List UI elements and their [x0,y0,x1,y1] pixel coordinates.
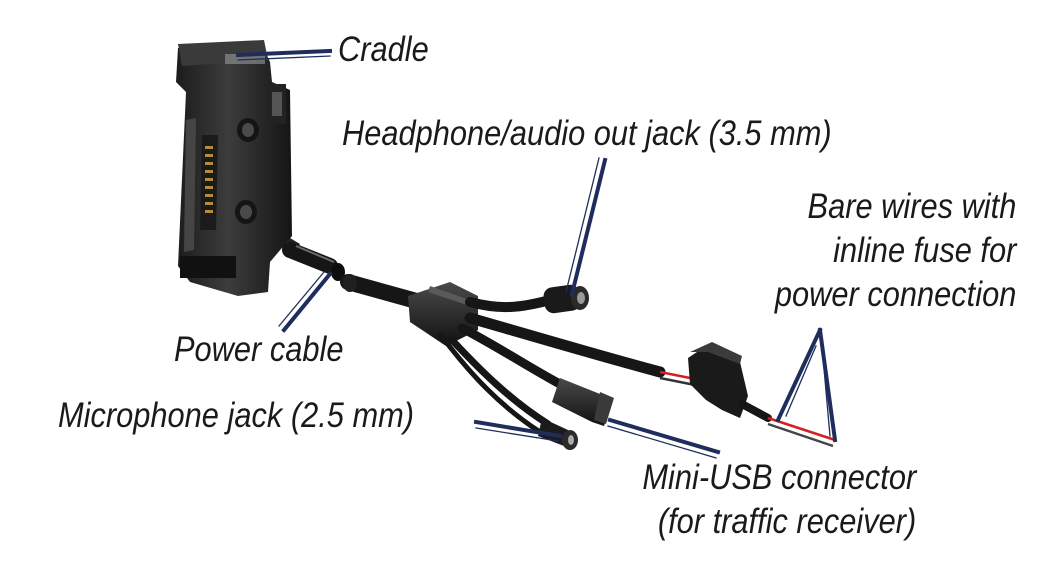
cradle-label: Cradle [338,30,429,69]
mini-usb-label: Mini-USB connector (for traffic receiver… [642,456,916,544]
mini-usb-connector-image [457,323,614,426]
fuse-lead-image [464,312,836,448]
cradle-contacts [205,146,213,213]
bare-wires-label-line-2: inline fuse for [832,231,1016,270]
bare-wires-label-line-1: Bare wires with [807,187,1016,226]
headphone-jack-label: Headphone/audio out jack (3.5 mm) [342,114,832,153]
microphone-jack-label: Microphone jack (2.5 mm) [58,396,415,435]
headphone-jack-image [465,284,589,314]
cradle-image [176,40,292,296]
microphone-jack-image [437,331,578,450]
power-cable-image [282,238,428,310]
leader-lines [235,48,838,459]
mini-usb-label-line-1: Mini-USB connector [642,458,916,497]
bare-wires-label: Bare wires with inline fuse for power co… [775,185,1016,317]
bare-wires-label-line-3: power connection [774,275,1016,314]
power-cable-label: Power cable [174,330,344,369]
mini-usb-label-line-2: (for traffic receiver) [657,502,916,541]
